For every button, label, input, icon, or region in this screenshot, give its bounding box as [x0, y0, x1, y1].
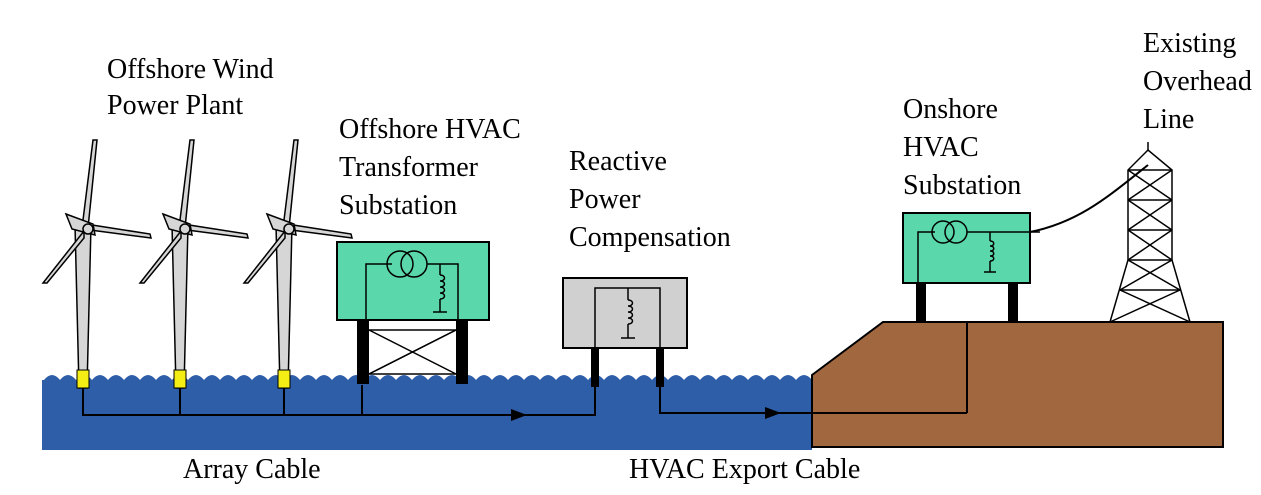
- label-export-cable: HVAC Export Cable: [629, 454, 860, 485]
- reactive-power-compensation-platform: [562, 277, 688, 387]
- wind-turbine-2: [138, 139, 249, 389]
- transformer-substation-platform: [336, 241, 490, 321]
- sea: [42, 375, 812, 450]
- transformer-symbol: [365, 250, 459, 320]
- label-onshore-substation: Onshore HVAC Substation: [903, 94, 1021, 201]
- wind-turbine-3: [242, 139, 353, 389]
- label-transformer-substation: Offshore HVAC Transformer Substation: [339, 114, 528, 221]
- export-cable-arrow-2: [765, 407, 781, 419]
- export-cable-arrow-1: [511, 409, 527, 421]
- wind-turbine-1: [41, 139, 152, 389]
- shunt-reactor-symbol: [433, 264, 447, 313]
- label-array-cable: Array Cable: [183, 454, 321, 485]
- offshore-transformer-substation: [336, 241, 490, 384]
- land: [811, 321, 1224, 448]
- onshore-hvac-substation: [902, 212, 1040, 322]
- transmission-tower: [1109, 142, 1191, 323]
- label-overhead-line: Existing Overhead Line: [1143, 28, 1259, 135]
- label-wind-plant: Offshore Wind Power Plant: [107, 54, 281, 121]
- label-reactive-compensation: Reactive Power Compensation: [569, 146, 731, 253]
